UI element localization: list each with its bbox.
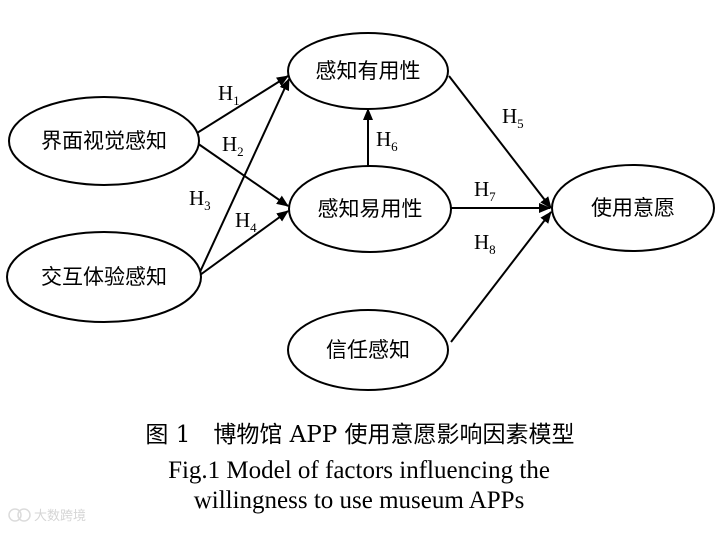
edge-h3 (199, 78, 290, 273)
edge-h8 (450, 211, 552, 343)
hypothesis-label-h4: H4 (235, 208, 257, 235)
node-perceived-usefulness: 感知有用性 (287, 32, 449, 110)
node-trust: 信任感知 (287, 309, 449, 391)
node-label-perceived-usefulness: 感知有用性 (316, 59, 421, 83)
node-label-trust: 信任感知 (326, 338, 410, 362)
hypothesis-label-h8: H8 (474, 230, 496, 257)
edge-h1 (196, 75, 289, 134)
hypothesis-label-h6: H6 (376, 127, 398, 154)
node-label-interface-visual: 界面视觉感知 (41, 129, 167, 153)
hypothesis-label-h3: H3 (189, 186, 211, 213)
hypothesis-label-h2: H2 (222, 132, 244, 159)
node-label-use-intention: 使用意愿 (591, 196, 675, 220)
node-interface-visual: 界面视觉感知 (8, 96, 200, 186)
figure-caption-english-line1: Fig.1 Model of factors influencing the (168, 457, 550, 484)
watermark-logo-icon (8, 508, 31, 522)
hypothesis-label-h5: H5 (502, 104, 524, 131)
edge-h4 (199, 210, 289, 276)
figure-caption-english-line2: willingness to use museum APPs (194, 487, 525, 514)
hypothesis-label-h7: H7 (474, 177, 496, 204)
edge-h2 (196, 142, 289, 207)
node-label-perceived-ease-of-use: 感知易用性 (318, 197, 423, 221)
node-use-intention: 使用意愿 (551, 164, 715, 252)
edges (196, 75, 552, 343)
node-perceived-ease-of-use: 感知易用性 (288, 165, 452, 253)
watermark: 大数跨境 (8, 508, 86, 524)
hypothesis-label-h1: H1 (218, 81, 240, 108)
watermark-text: 大数跨境 (34, 509, 86, 524)
figure-caption-chinese: 图 1 博物馆 APP 使用意愿影响因素模型 (145, 422, 574, 448)
node-interaction-experience: 交互体验感知 (6, 231, 202, 323)
edge-h5 (448, 75, 552, 209)
node-label-interaction-experience: 交互体验感知 (41, 265, 167, 289)
